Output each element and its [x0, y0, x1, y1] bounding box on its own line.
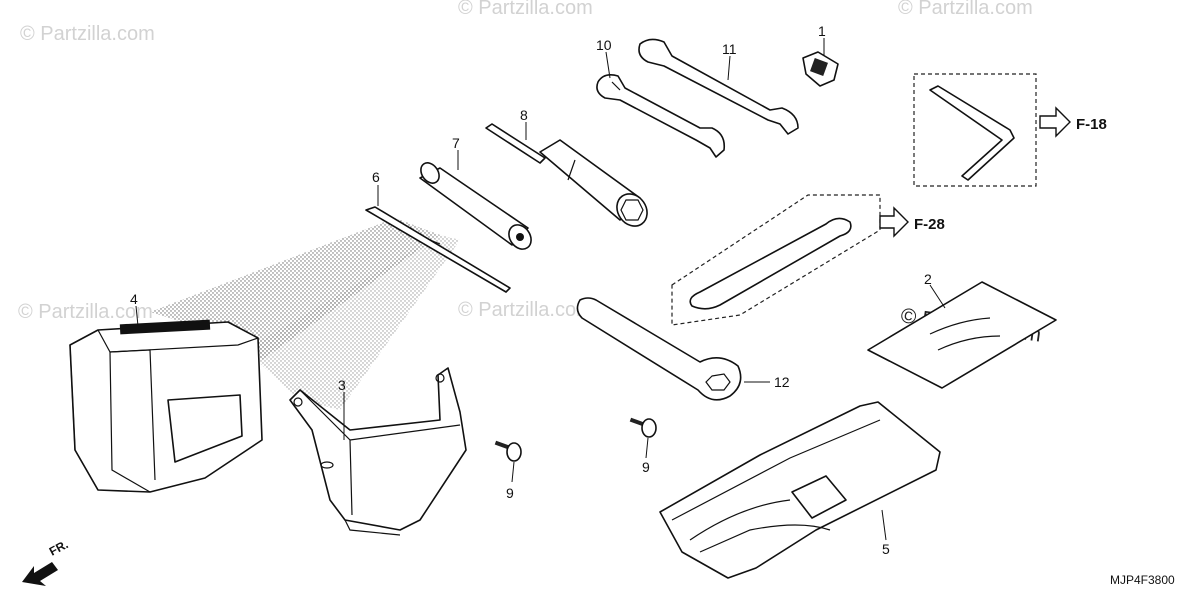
- watermark: © Partzilla.com: [18, 301, 153, 323]
- part-1-clip: [802, 51, 839, 87]
- ref-arrow-f18: [1039, 106, 1071, 138]
- part-3-bracket: [289, 367, 467, 536]
- callout-4: 4: [130, 291, 138, 307]
- diagram-code: MJP4F3800: [1110, 573, 1175, 587]
- part-6-screwdriver-blade: [365, 206, 511, 293]
- front-direction-arrow: [22, 562, 58, 586]
- watermark: © Partzilla.com: [20, 23, 155, 45]
- ref-arrow-f28: [879, 206, 909, 238]
- part-9-bolt-left: [494, 440, 522, 462]
- part-12-spanner: [576, 297, 742, 401]
- callout-8: 8: [520, 107, 528, 123]
- helmet-cable-group: [671, 194, 881, 326]
- callout-12: 12: [774, 374, 790, 390]
- hex-key-group: [913, 73, 1037, 187]
- part-8-socket-wrench: [485, 123, 648, 227]
- callout-9-right: 9: [642, 459, 650, 475]
- watermark: © Partzilla.com: [458, 299, 593, 321]
- callout-6: 6: [372, 169, 380, 185]
- callout-5: 5: [882, 541, 890, 557]
- part-11-wrench: [638, 38, 799, 135]
- ref-label-f28: F-28: [914, 216, 945, 233]
- ref-label-f18: F-18: [1076, 116, 1107, 133]
- part-5-tool-bag: [659, 401, 941, 579]
- watermark: © Partzilla.com: [898, 0, 1033, 19]
- callout-2: 2: [924, 271, 932, 287]
- part-7-screwdriver-handle: [419, 162, 532, 250]
- part-4-cover: [69, 319, 263, 493]
- callout-7: 7: [452, 135, 460, 151]
- shading-band: [245, 235, 460, 410]
- part-9-bolt-right: [629, 417, 657, 438]
- callout-1: 1: [818, 23, 826, 39]
- callout-10: 10: [596, 37, 612, 53]
- part-2-manual: [867, 281, 1057, 389]
- callout-11: 11: [722, 41, 737, 57]
- front-direction-label: FR.: [47, 537, 71, 558]
- leader-lines: [135, 38, 946, 541]
- watermark: © Partzilla.com: [458, 0, 593, 19]
- callout-3: 3: [338, 377, 346, 393]
- callout-9-left: 9: [506, 485, 514, 501]
